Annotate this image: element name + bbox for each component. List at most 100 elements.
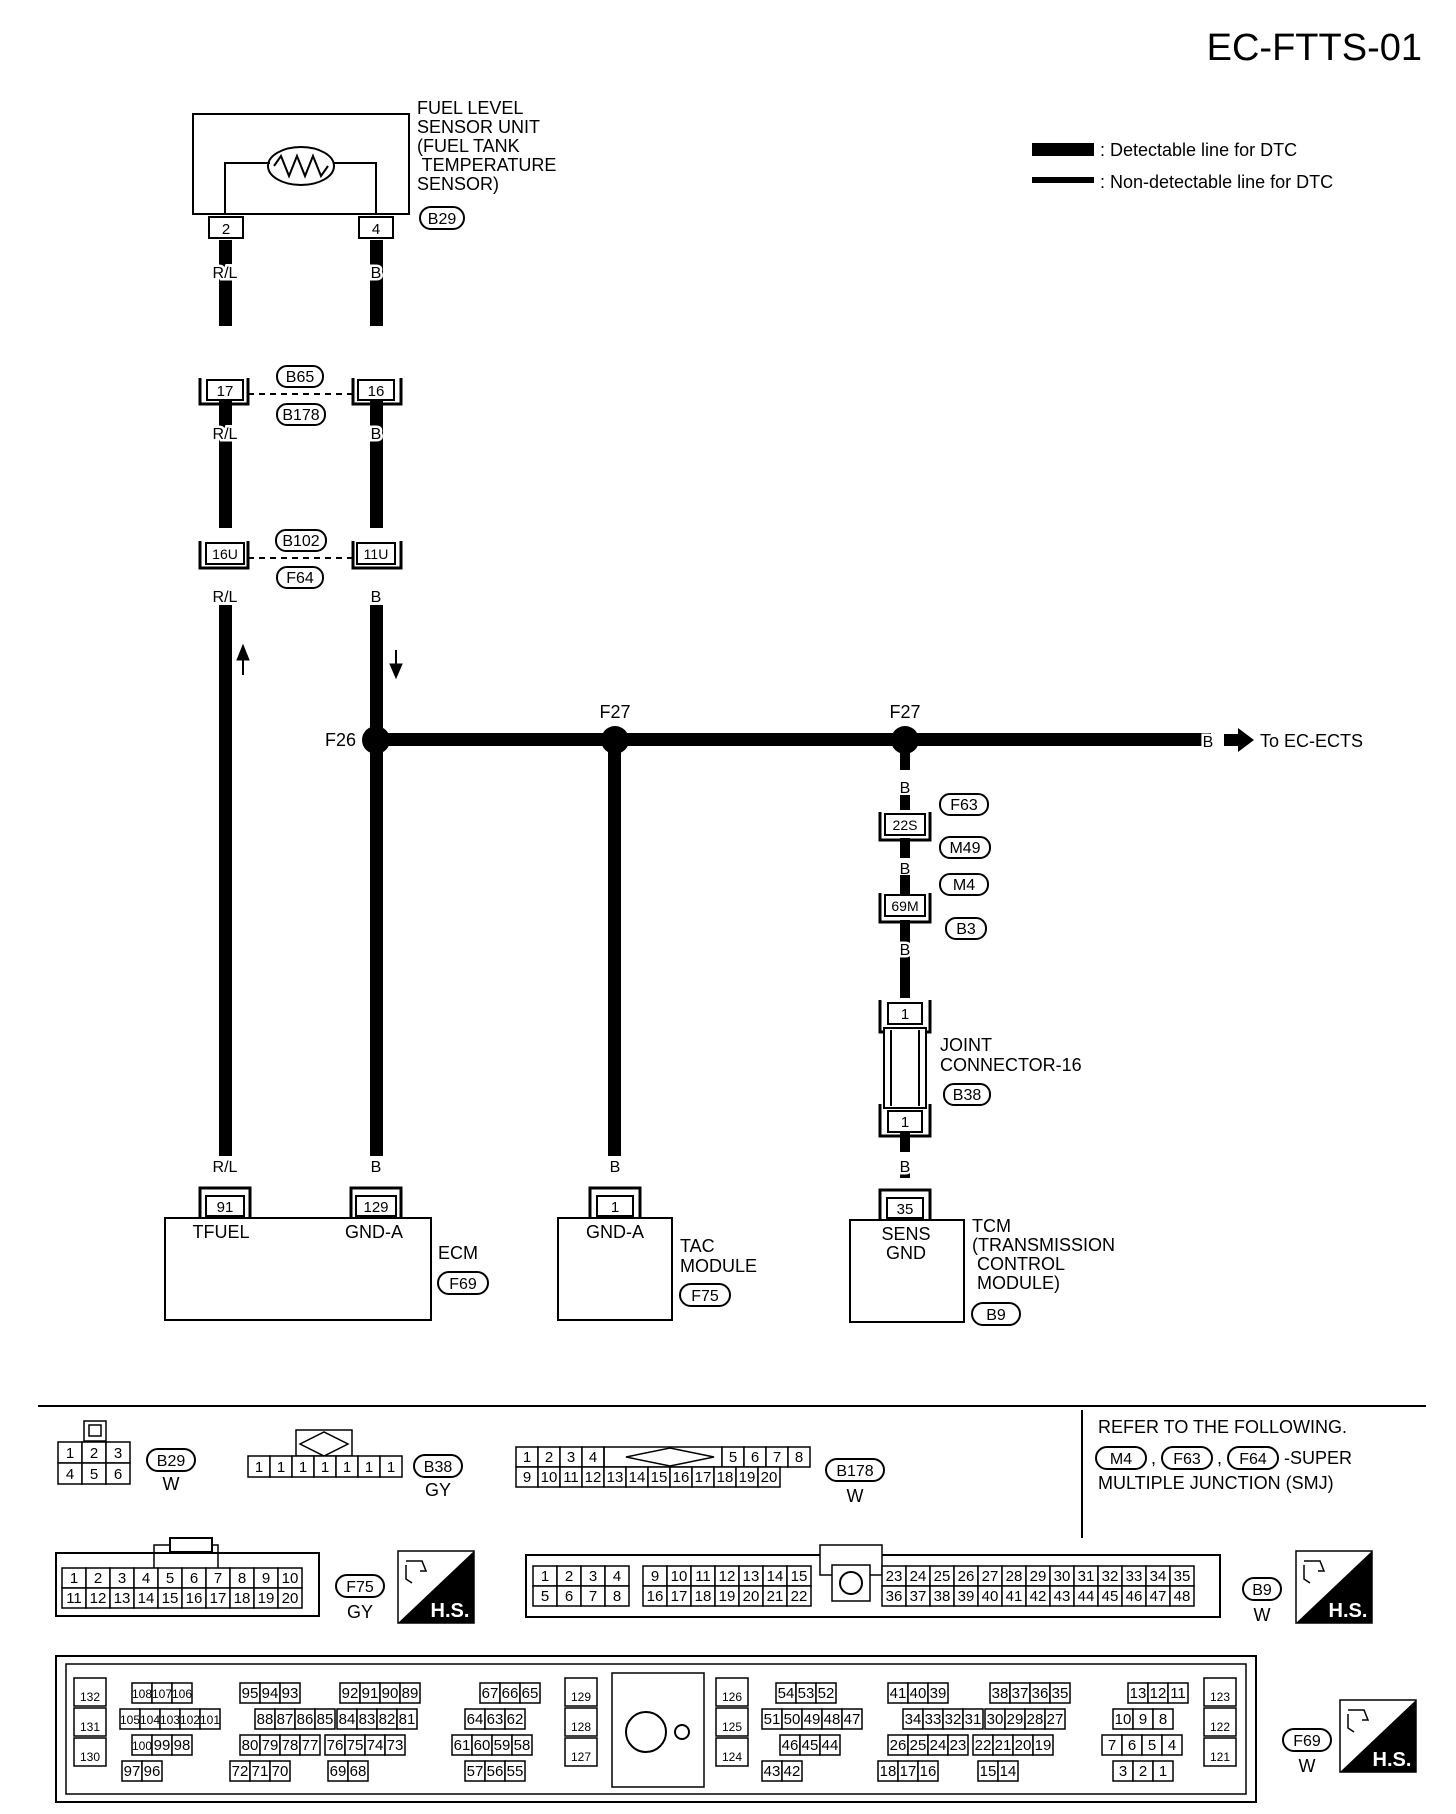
f69-pin-11: 11 <box>1170 1685 1186 1702</box>
b9-pin-19: 19 <box>719 1588 736 1605</box>
f69-pin-77-box <box>299 1734 321 1756</box>
conn2-pin-16u-box <box>205 542 245 565</box>
f69-pin-29: 29 <box>1007 1711 1024 1728</box>
b178-view-badge <box>825 1458 885 1482</box>
b38-pin-1: 1 <box>255 1459 263 1476</box>
sensor-name-line4: TEMPERATURE <box>417 155 556 175</box>
b29-pin-3: 3 <box>114 1445 122 1462</box>
f75-key-slot <box>169 1537 213 1553</box>
f75-pin-4: 4 <box>142 1570 150 1587</box>
f69-badge <box>437 1271 489 1295</box>
b3-badge <box>945 917 987 940</box>
f69-pin-24: 24 <box>930 1737 947 1754</box>
f69-pin-5: 5 <box>1148 1737 1156 1754</box>
ecm-pin-91: 91 <box>217 1199 234 1216</box>
tac-pin-box <box>596 1195 634 1217</box>
f69-pin-69: 69 <box>330 1763 347 1780</box>
b29-pin-5: 5 <box>90 1466 98 1483</box>
ecm-name: ECM <box>438 1243 478 1263</box>
f75-view-wire-color: GY <box>347 1602 373 1622</box>
b9-pin-14: 14 <box>767 1568 784 1585</box>
b178-pin-1: 1 <box>523 1449 531 1466</box>
f69-pin-99: 99 <box>154 1737 171 1754</box>
fuel-level-sensor-unit: FUEL LEVEL SENSOR UNIT (FUEL TANK TEMPER… <box>192 98 556 239</box>
f75-pin-17: 17 <box>210 1590 227 1607</box>
wire-tac-ground <box>608 740 621 1156</box>
splice-f27-tac <box>601 726 629 754</box>
f69-pin-28: 28 <box>1027 1711 1044 1728</box>
legend-detectable: : Detectable line for DTC <box>1100 140 1297 160</box>
b9-pin-6: 6 <box>565 1588 573 1605</box>
f69-pin-121: 121 <box>1210 1750 1230 1764</box>
f69-pin-23-box <box>947 1734 969 1756</box>
legend: : Detectable line for DTC : Non-detectab… <box>1032 140 1333 192</box>
b38-badge-label: B38 <box>953 1087 982 1104</box>
tcm-name-line4: MODULE) <box>972 1273 1060 1293</box>
f69-pin-58: 58 <box>514 1737 531 1754</box>
refer-m4: M4 <box>1110 1451 1132 1468</box>
b9-pin-18: 18 <box>695 1588 712 1605</box>
conn1-left-bracket <box>198 378 250 406</box>
conn-22s-pin: 22S <box>893 817 918 833</box>
wire-b-seg2 <box>370 400 383 528</box>
joint-top-pin-box <box>887 1002 923 1025</box>
f69-pin-43: 43 <box>764 1763 781 1780</box>
f69-pin-12: 12 <box>1150 1685 1167 1702</box>
ecm-unit: 91 129 TFUEL GND-A ECM F69 <box>164 1186 489 1321</box>
f69-pin-97: 97 <box>124 1763 141 1780</box>
arrow-down-head <box>389 663 403 680</box>
b9-pin-37: 37 <box>910 1588 927 1605</box>
b9-pin-15: 15 <box>791 1568 808 1585</box>
f75-pin-16: 16 <box>186 1590 203 1607</box>
conn1-pin-17-box <box>206 379 244 401</box>
f69-pin-68-box <box>347 1760 369 1782</box>
f69-pin-1: 1 <box>1159 1763 1167 1780</box>
b9-pin-26: 26 <box>958 1568 975 1585</box>
f69-pin-74: 74 <box>367 1737 384 1754</box>
sensor-pin-4: 4 <box>372 221 380 238</box>
f75-pin-2: 2 <box>94 1570 102 1587</box>
f69-pin-54: 54 <box>778 1685 795 1702</box>
f69-pin-127-box <box>564 1737 598 1767</box>
splice-f27-tcm-label: F27 <box>889 702 920 722</box>
sensor-name-line2: SENSOR UNIT <box>417 117 540 137</box>
conn2-right-bracket <box>351 541 403 570</box>
f69-pin-10: 10 <box>1115 1711 1132 1728</box>
f69-pin-89-box <box>399 1682 421 1704</box>
b102-badge-label: B102 <box>282 533 319 550</box>
f69-pin-96-box <box>141 1760 163 1782</box>
f75-pin-12: 12 <box>90 1590 107 1607</box>
refer-line1: REFER TO THE FOLLOWING. <box>1098 1417 1347 1437</box>
f69-pin-57: 57 <box>467 1763 484 1780</box>
diagram-title: EC-FTTS-01 <box>1207 27 1422 69</box>
thermistor-zigzag <box>273 153 329 179</box>
f75-pin-3: 3 <box>118 1570 126 1587</box>
f69-pin-35: 35 <box>1052 1685 1069 1702</box>
f69-pin-73-box <box>384 1734 406 1756</box>
b178-pin-15: 15 <box>651 1469 668 1486</box>
f69-pin-122-box <box>1203 1707 1237 1737</box>
f69-pin-105: 105 <box>120 1713 140 1727</box>
f75-hs-label: H.S. <box>431 1600 470 1622</box>
f69-view-badge-label: F69 <box>1293 1733 1321 1750</box>
b9-pin-48-box <box>1169 1585 1195 1607</box>
b178-pin-7: 7 <box>773 1449 781 1466</box>
f69-pin-37: 37 <box>1012 1685 1029 1702</box>
m49-badge-label: M49 <box>949 840 980 857</box>
b29-view-wire-color: W <box>163 1474 180 1494</box>
legend-non-detectable: : Non-detectable line for DTC <box>1100 172 1333 192</box>
b9-pin-34: 34 <box>1150 1568 1167 1585</box>
f69-pin-19-box <box>1032 1734 1054 1756</box>
f69-pin-90: 90 <box>382 1685 399 1702</box>
f69-pin-13: 13 <box>1130 1685 1147 1702</box>
wire-color-b-2: B <box>371 426 382 443</box>
b38-pin-1: 1 <box>299 1459 307 1476</box>
f69-pin-31: 31 <box>965 1711 982 1728</box>
b29-key-mark <box>88 1424 102 1437</box>
f69-pin-49: 49 <box>804 1711 821 1728</box>
joint-top-pin: 1 <box>901 1006 909 1023</box>
f75-pin-19: 19 <box>258 1590 275 1607</box>
b38-view-badge <box>413 1454 463 1478</box>
f69-pin-80: 80 <box>242 1737 259 1754</box>
joint-bottom-bracket <box>878 1104 932 1138</box>
